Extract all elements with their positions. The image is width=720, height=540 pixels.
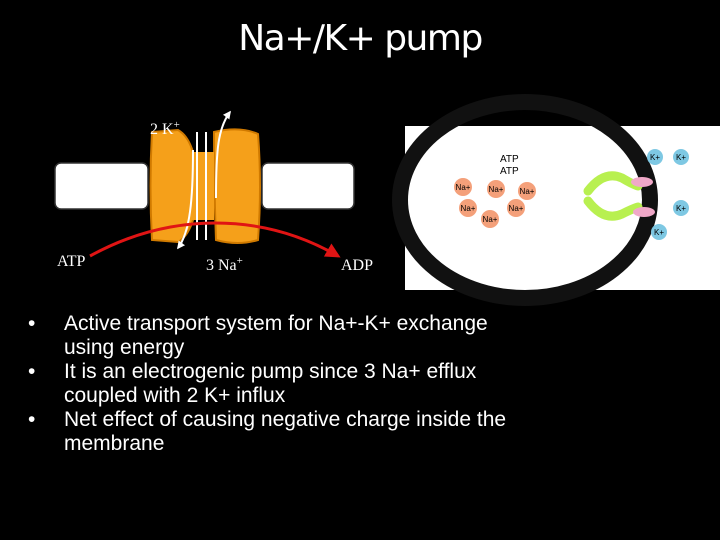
cell-membrane bbox=[392, 94, 658, 306]
k-ion: K+ bbox=[651, 224, 667, 240]
k-ion: K+ bbox=[673, 200, 689, 216]
na-ion: Na+ bbox=[459, 199, 477, 217]
svg-text:K+: K+ bbox=[676, 204, 686, 213]
k-influx-arrow bbox=[215, 110, 231, 199]
pump-protein-green bbox=[583, 171, 655, 221]
adp-label: ADP bbox=[341, 257, 373, 274]
atp-label-2: ATP bbox=[500, 166, 519, 177]
bullet-item: • Net effect of causing negative charge i… bbox=[28, 408, 528, 456]
bullet-marker: • bbox=[28, 312, 36, 335]
svg-text:K+: K+ bbox=[650, 153, 660, 162]
k-ion: K+ bbox=[647, 149, 663, 165]
na-efflux-arrow bbox=[177, 149, 194, 250]
bullet-list: • Active transport system for Na+-K+ exch… bbox=[28, 312, 528, 456]
bullet-text: Net effect of causing negative charge in… bbox=[64, 408, 507, 455]
bullet-item: • Active transport system for Na+-K+ exch… bbox=[28, 312, 528, 360]
bullet-text: Active transport system for Na+-K+ excha… bbox=[64, 312, 488, 359]
na-ion: Na+ bbox=[518, 182, 536, 200]
svg-text:Na+: Na+ bbox=[489, 185, 504, 194]
svg-text:Na+: Na+ bbox=[483, 215, 498, 224]
atp-label-1: ATP bbox=[500, 154, 519, 165]
na-ion: Na+ bbox=[487, 180, 505, 198]
svg-text:K+: K+ bbox=[676, 153, 686, 162]
atp-label: ATP bbox=[57, 253, 86, 270]
membrane-left bbox=[54, 162, 149, 210]
pump-protein bbox=[149, 128, 261, 244]
na-ion: Na+ bbox=[507, 199, 525, 217]
bullet-item: • It is an electrogenic pump since 3 Na+ … bbox=[28, 360, 528, 408]
bullet-text: It is an electrogenic pump since 3 Na+ e… bbox=[64, 360, 477, 407]
cell-diagram: ATP ATP Na+ Na+ Na+ Na+ Na+ Na+ K+ K+ K+… bbox=[392, 94, 720, 306]
na-ion: Na+ bbox=[454, 178, 472, 196]
k-ion: K+ bbox=[673, 149, 689, 165]
svg-text:Na+: Na+ bbox=[461, 204, 476, 213]
svg-text:K+: K+ bbox=[654, 228, 664, 237]
svg-text:Na+: Na+ bbox=[520, 187, 535, 196]
bullet-marker: • bbox=[28, 360, 36, 383]
svg-text:Na+: Na+ bbox=[456, 183, 471, 192]
bullet-marker: • bbox=[28, 408, 36, 431]
na-out-label: 3 Na+ bbox=[206, 255, 243, 274]
svg-text:Na+: Na+ bbox=[509, 204, 524, 213]
atp-to-adp-arrow bbox=[89, 221, 341, 258]
membrane-right bbox=[261, 162, 355, 210]
k-in-label: 2 K+ bbox=[150, 119, 180, 138]
slide-title: Na+/K+ pump bbox=[238, 18, 483, 59]
na-ion: Na+ bbox=[481, 210, 499, 228]
